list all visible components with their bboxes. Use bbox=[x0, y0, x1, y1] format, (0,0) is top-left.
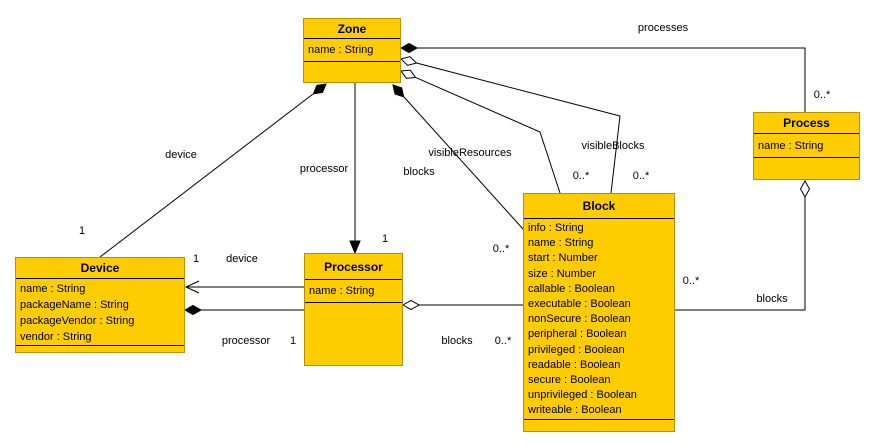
class-zone-operations bbox=[304, 62, 400, 82]
edge-mult-zone-device: 1 bbox=[78, 225, 86, 237]
edge-mult-processes: 0..* bbox=[813, 89, 831, 101]
edge-mult-processor-blocks: 0..* bbox=[494, 335, 512, 347]
edge-mult-visible-resources: 0..* bbox=[572, 170, 590, 182]
edge-processes-line bbox=[417, 47, 806, 112]
class-device-operations bbox=[16, 346, 184, 352]
edge-label-zone-blocks: blocks bbox=[403, 166, 435, 178]
class-process-title: Process bbox=[754, 113, 859, 134]
class-zone-attributes: name : String bbox=[304, 39, 400, 62]
edge-mult-device-processor: 1 bbox=[289, 335, 297, 347]
edge-mult-zone-processor: 1 bbox=[381, 233, 389, 245]
composition-diamond bbox=[183, 304, 203, 316]
edge-process-blocks-line bbox=[675, 197, 806, 311]
class-block-attributes: info : String name : String start : Numb… bbox=[524, 219, 674, 420]
class-processor-title: Processor bbox=[305, 254, 402, 280]
attribute: name : String bbox=[20, 283, 86, 295]
edge-visible-resources-line bbox=[415, 76, 561, 194]
edge-label-process-blocks: blocks bbox=[756, 293, 788, 305]
attribute: packageVendor : String bbox=[20, 315, 135, 327]
edge-label-visible-resources: visibleResources bbox=[428, 147, 512, 159]
class-processor-attributes: name : String bbox=[305, 280, 402, 303]
edge-label-visible-blocks: visibleBlocks bbox=[581, 140, 645, 152]
solid-arrowhead bbox=[349, 240, 361, 255]
attribute: vendor : String bbox=[20, 331, 92, 343]
attribute: name : String bbox=[308, 44, 374, 56]
edge-mult-processor-device: 1 bbox=[192, 253, 200, 265]
open-arrowhead bbox=[184, 280, 200, 294]
aggregation-diamond bbox=[400, 56, 418, 66]
edge-mult-visible-blocks: 0..* bbox=[632, 170, 650, 182]
class-zone[interactable]: Zone name : String bbox=[303, 18, 401, 83]
aggregation-diamond bbox=[799, 179, 811, 199]
edge-label-zone-processor: processor bbox=[299, 163, 349, 175]
edge-label-device-processor: processor bbox=[221, 335, 271, 347]
class-block[interactable]: Block info : String name : String start … bbox=[523, 193, 675, 432]
class-block-operations bbox=[524, 420, 674, 431]
class-zone-title: Zone bbox=[304, 19, 400, 39]
class-processor-operations bbox=[305, 303, 402, 365]
attribute: name : String bbox=[528, 237, 594, 250]
attribute: nonSecure : Boolean bbox=[528, 313, 631, 326]
attribute: callable : Boolean bbox=[528, 282, 615, 295]
edge-label-zone-device: device bbox=[165, 149, 197, 161]
attribute: name : String bbox=[758, 140, 824, 152]
composition-diamond bbox=[399, 42, 419, 54]
class-process-operations bbox=[754, 158, 859, 179]
class-device-attributes: name : String packageName : String packa… bbox=[16, 279, 184, 346]
edge-label-processes: processes bbox=[637, 22, 689, 34]
composition-diamond bbox=[392, 84, 405, 98]
attribute: executable : Boolean bbox=[528, 298, 631, 311]
attribute: unprivileged : Boolean bbox=[528, 389, 637, 402]
class-process[interactable]: Process name : String bbox=[753, 112, 860, 180]
attribute: packageName : String bbox=[20, 299, 129, 311]
attribute: readable : Boolean bbox=[528, 358, 621, 371]
attribute: privileged : Boolean bbox=[528, 343, 625, 356]
attribute: writeable : Boolean bbox=[528, 404, 622, 417]
aggregation-diamond bbox=[400, 69, 417, 79]
class-block-title: Block bbox=[524, 194, 674, 219]
edge-label-processor-blocks: blocks bbox=[441, 335, 473, 347]
edge-label-processor-device: device bbox=[226, 253, 258, 265]
aggregation-diamond bbox=[401, 299, 421, 311]
edge-visible-blocks-line bbox=[416, 62, 621, 194]
edge-zone-blocks-line bbox=[403, 96, 524, 230]
attribute: info : String bbox=[528, 222, 584, 234]
edge-zone-device-line bbox=[99, 93, 314, 258]
attribute: secure : Boolean bbox=[528, 374, 611, 387]
edge-mult-zone-blocks: 0..* bbox=[492, 243, 510, 255]
class-device-title: Device bbox=[16, 258, 184, 279]
attribute: peripheral : Boolean bbox=[528, 328, 627, 341]
composition-diamond bbox=[312, 83, 327, 95]
attribute: start : Number bbox=[528, 252, 598, 265]
edge-mult-process-blocks: 0..* bbox=[682, 275, 700, 287]
class-device[interactable]: Device name : String packageName : Strin… bbox=[15, 257, 185, 353]
class-processor[interactable]: Processor name : String bbox=[304, 253, 403, 366]
attribute: size : Number bbox=[528, 267, 596, 280]
class-process-attributes: name : String bbox=[754, 134, 859, 158]
attribute: name : String bbox=[309, 285, 375, 297]
